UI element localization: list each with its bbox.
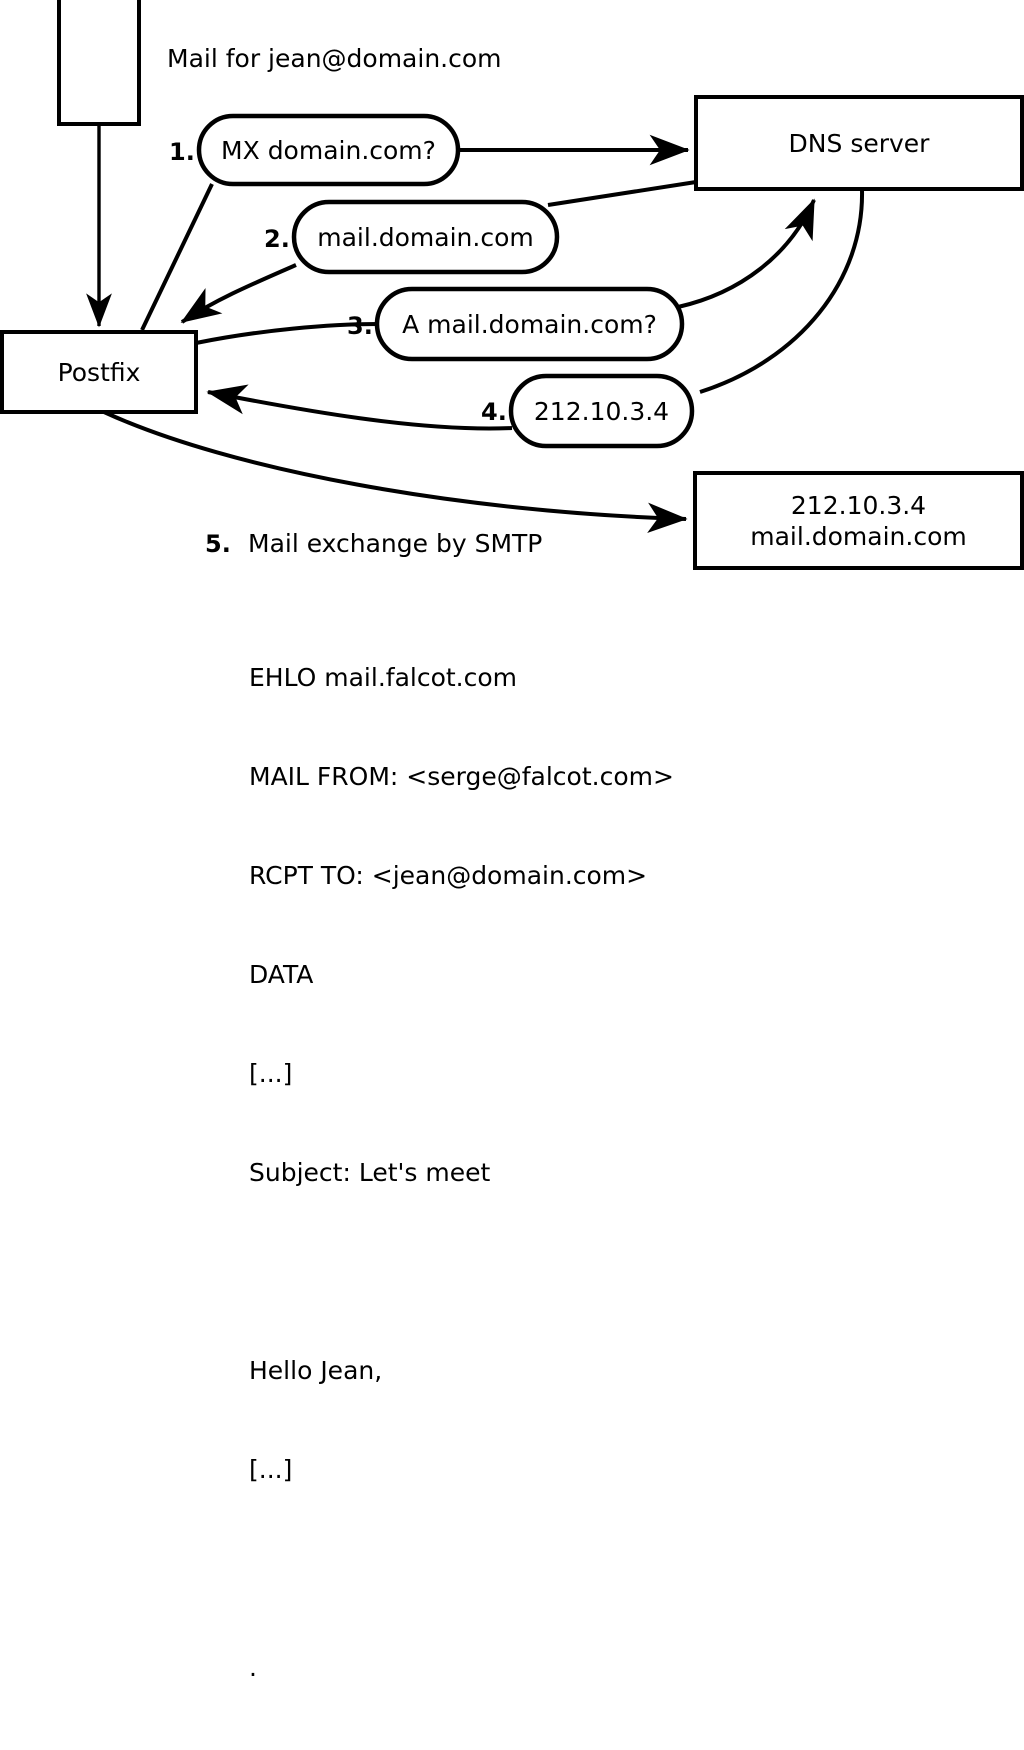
dns-box-shape[interactable] [694, 95, 1024, 191]
smtp-line: DATA [249, 960, 314, 989]
node-shape-layer [0, 0, 1024, 570]
client-box-shape[interactable] [57, 0, 141, 126]
smtp-line-terminator: . [249, 1653, 257, 1682]
step-4-number: 4. [481, 398, 507, 426]
edge-step3-to-dns [677, 198, 816, 309]
step4-pill-shape[interactable] [508, 373, 695, 449]
edge-dns-to-step2 [547, 180, 697, 207]
smtp-line: [...] [249, 1059, 293, 1088]
step3-pill-shape[interactable] [374, 286, 685, 362]
smtp-line-blank [249, 1552, 674, 1585]
edge-step2-to-postfix [180, 263, 297, 324]
smtp-line-blank [249, 1255, 674, 1288]
step1-pill-shape[interactable] [196, 113, 461, 187]
smtp-line: Hello Jean, [249, 1356, 383, 1385]
step-5-number: 5. [205, 530, 231, 558]
edge-postfix-to-mailserver [103, 410, 688, 533]
edge-postfix-to-step1 [140, 183, 214, 331]
step-1-number: 1. [169, 138, 195, 166]
step-3-label: A mail.domain.com? [402, 309, 657, 339]
step-5-label: Mail exchange by SMTP [248, 529, 543, 558]
step-4-label: 212.10.3.4 [533, 396, 670, 426]
diagram-canvas: Mail for jean@domain.com Postfix DNS ser… [0, 0, 1024, 1682]
connector-layer [86, 124, 865, 533]
smtp-line: EHLO mail.falcot.com [249, 663, 518, 692]
mail-for-note: Mail for jean@domain.com [167, 44, 502, 73]
postfix-box-shape[interactable] [0, 330, 198, 414]
smtp-line: RCPT TO: <jean@domain.com> [249, 861, 648, 890]
step-1-label: MX domain.com? [221, 135, 436, 165]
step-2-number: 2. [264, 225, 290, 253]
step-2-label: mail.domain.com [317, 222, 534, 252]
smtp-transcript: EHLO mail.falcot.com MAIL FROM: <serge@f… [249, 595, 674, 1750]
edge-postfix-to-step3 [195, 322, 379, 345]
step2-pill-shape[interactable] [291, 199, 560, 275]
edge-dns-to-step4 [699, 189, 865, 394]
step-3-number: 3. [347, 312, 373, 340]
smtp-line: Subject: Let's meet [249, 1158, 491, 1187]
mailserver-box-shape[interactable] [693, 471, 1024, 570]
edge-step4-to-postfix [206, 384, 513, 431]
smtp-line: MAIL FROM: <serge@falcot.com> [249, 762, 674, 791]
smtp-line: [...] [249, 1455, 293, 1484]
